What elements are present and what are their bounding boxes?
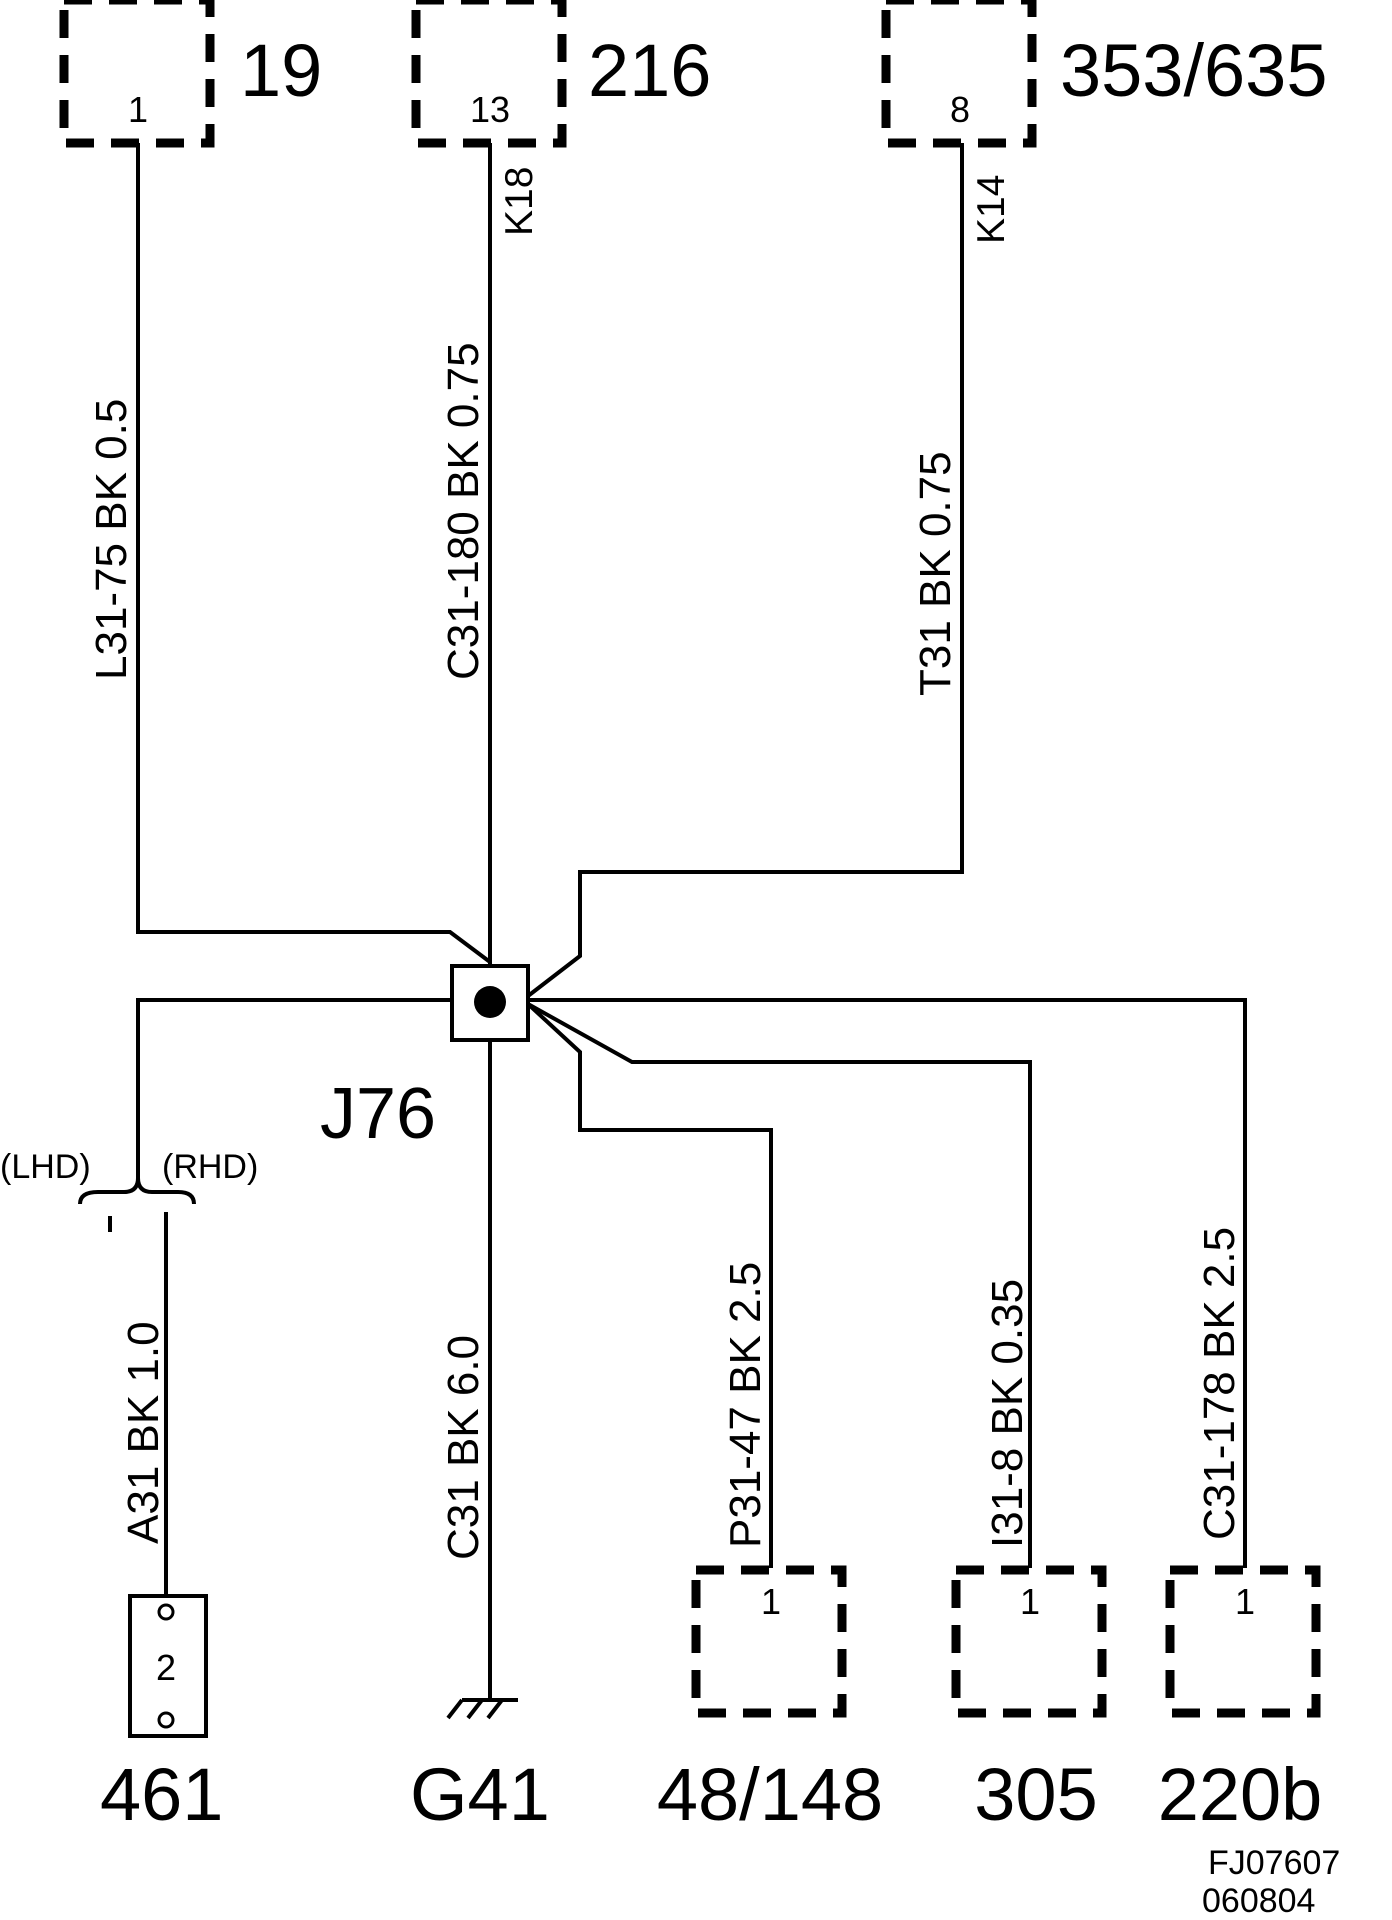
connector-216[interactable]: 13 216 bbox=[411, 0, 711, 148]
connector-220b[interactable]: 1 220b bbox=[1158, 1565, 1323, 1836]
connector-216-label: 216 bbox=[588, 29, 711, 112]
ground-label: G41 bbox=[410, 1753, 550, 1836]
component-461[interactable]: 2 461 bbox=[100, 1594, 223, 1836]
component-461-terminal-top bbox=[157, 1603, 175, 1621]
wire-a31-branch bbox=[136, 998, 452, 1178]
connector-19[interactable]: 1 19 bbox=[59, 0, 322, 148]
wire-label-c31-178: C31-178 BK 2.5 bbox=[1195, 1227, 1244, 1540]
wire-t31 bbox=[526, 143, 964, 998]
wire-p31-47 bbox=[526, 1002, 773, 1568]
connector-48-148-outline bbox=[691, 1565, 847, 1718]
connector-220b-pin: 1 bbox=[1235, 1581, 1255, 1622]
connector-353-635-pin: 8 bbox=[950, 89, 970, 130]
connector-19-pin: 1 bbox=[128, 89, 148, 130]
wire-l31-75 bbox=[136, 143, 492, 964]
connector-305[interactable]: 1 305 bbox=[951, 1565, 1107, 1836]
wire-label-i31-8: I31-8 BK 0.35 bbox=[983, 1279, 1032, 1548]
connector-220b-label: 220b bbox=[1158, 1753, 1323, 1836]
connector-353-635-outline bbox=[881, 0, 1037, 148]
brace-curve bbox=[78, 1177, 196, 1205]
ground-symbol bbox=[446, 1698, 518, 1720]
wire-label-c31: C31 BK 6.0 bbox=[439, 1335, 488, 1560]
wire-label-k14: K14 bbox=[970, 175, 1013, 244]
wire-label-p31-47: P31-47 BK 2.5 bbox=[721, 1262, 770, 1548]
splice-label: J76 bbox=[320, 1074, 436, 1154]
connector-216-pin: 13 bbox=[470, 89, 510, 130]
connector-48-148-pin: 1 bbox=[761, 1581, 781, 1622]
connector-19-label: 19 bbox=[240, 29, 322, 112]
connector-305-outline bbox=[951, 1565, 1107, 1718]
component-461-terminal-bottom bbox=[157, 1711, 175, 1729]
drawing-ref-date: 060804 bbox=[1202, 1882, 1315, 1920]
splice-j76[interactable]: J76 bbox=[320, 964, 530, 1154]
wire-c31-178 bbox=[528, 998, 1247, 1568]
variant-lhd: (LHD) bbox=[0, 1148, 91, 1186]
wire-i31-8 bbox=[527, 1002, 1032, 1568]
splice-box bbox=[450, 964, 530, 1042]
component-461-pin: 2 bbox=[156, 1647, 176, 1688]
wire-label-k18: K18 bbox=[498, 167, 541, 236]
wire-label-t31: T31 BK 0.75 bbox=[911, 451, 960, 696]
connector-48-148-label: 48/148 bbox=[657, 1753, 883, 1836]
connector-305-pin: 1 bbox=[1020, 1581, 1040, 1622]
connector-353-635[interactable]: 8 353/635 bbox=[881, 0, 1328, 148]
wire-label-a31: A31 BK 1.0 bbox=[119, 1321, 168, 1544]
wire-label-c31-180: C31-180 BK 0.75 bbox=[439, 342, 488, 680]
component-461-label: 461 bbox=[100, 1753, 223, 1836]
connector-48-148[interactable]: 1 48/148 bbox=[657, 1565, 883, 1836]
variant-brace: (LHD) (RHD) bbox=[0, 1148, 258, 1232]
ground-g41[interactable]: G41 bbox=[410, 1698, 550, 1836]
connector-353-635-label: 353/635 bbox=[1060, 29, 1328, 112]
wire-label-l31-75: L31-75 BK 0.5 bbox=[87, 399, 136, 680]
connector-220b-outline bbox=[1165, 1565, 1321, 1718]
splice-dot bbox=[474, 986, 506, 1018]
variant-rhd: (RHD) bbox=[162, 1148, 258, 1186]
connector-305-label: 305 bbox=[974, 1753, 1097, 1836]
drawing-ref-number: FJ07607 bbox=[1208, 1844, 1340, 1882]
